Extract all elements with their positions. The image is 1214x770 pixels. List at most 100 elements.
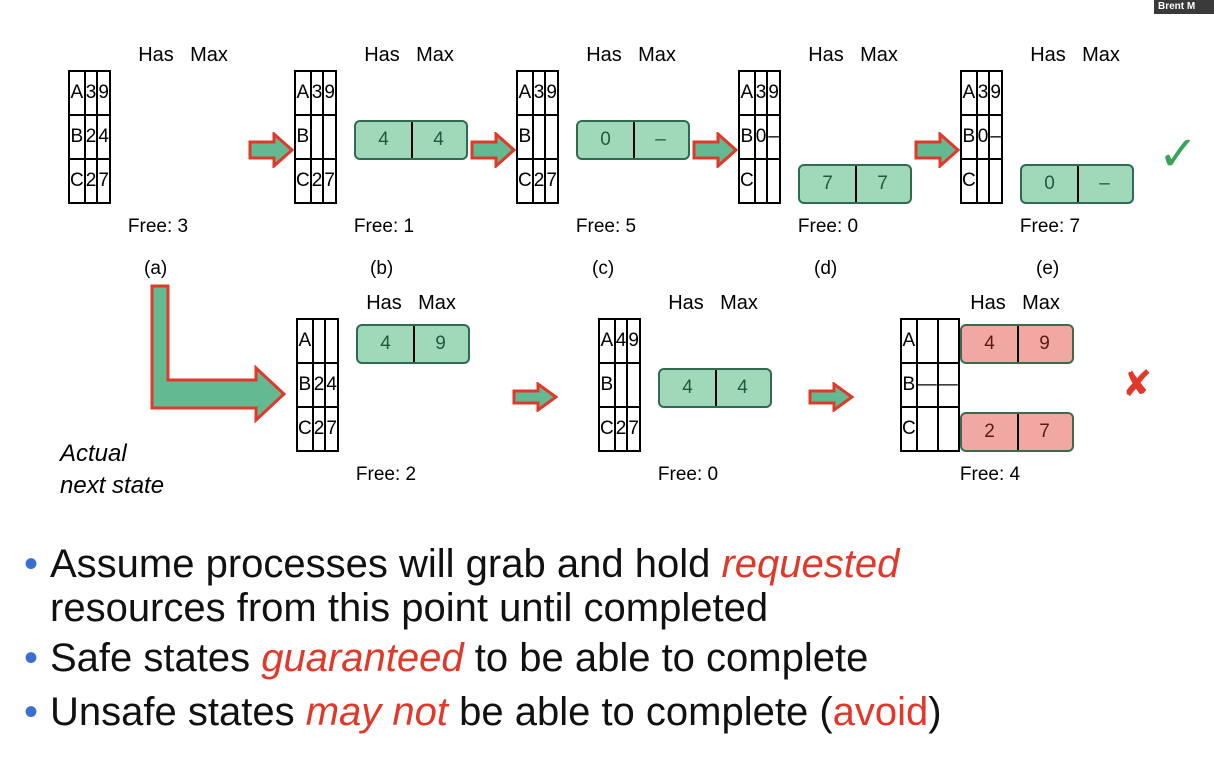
process-label: C — [738, 158, 756, 204]
max-cell — [626, 362, 641, 408]
has-cell: 0 — [975, 114, 991, 160]
has-header: Has — [586, 44, 622, 66]
max-cell: 4 — [737, 377, 748, 398]
bullet-2: •Safe states guaranteed to be able to co… — [24, 636, 868, 680]
process-label: C — [960, 158, 978, 204]
process-label: A — [516, 70, 534, 116]
highlight-green: 0– — [576, 120, 690, 160]
free-count: Free: 0 — [797, 216, 859, 237]
has-cell: — — [915, 362, 939, 408]
process-label: C — [296, 406, 314, 452]
max-cell: 9 — [1039, 333, 1050, 354]
free-count: Free: 4 — [959, 464, 1021, 485]
table-row: B — [294, 114, 337, 160]
has-cell: 2 — [984, 421, 995, 442]
bullet-1-text: Assume processes will grab and hold — [50, 542, 722, 586]
state-caption: (e) — [1036, 258, 1060, 279]
max-cell: 9 — [544, 70, 559, 116]
has-header: Has — [366, 292, 402, 314]
max-cell: 9 — [435, 333, 446, 354]
free-count: Free: 3 — [127, 216, 189, 237]
bullet-2-text-end: to be able to complete — [463, 636, 869, 680]
state-caption: (d) — [814, 258, 838, 279]
has-cell — [309, 114, 325, 160]
cell-divider — [411, 122, 413, 158]
free-count: Free: 0 — [657, 464, 719, 485]
has-cell: 2 — [311, 406, 327, 452]
has-cell: 2 — [83, 158, 99, 204]
max-cell: 7 — [877, 173, 888, 194]
arrow-b-c — [470, 132, 516, 168]
max-cell: 9 — [988, 70, 1003, 116]
process-label: B — [960, 114, 978, 160]
process-label: A — [296, 318, 314, 364]
highlight-green: 0– — [1020, 164, 1134, 204]
has-cell — [915, 406, 939, 452]
has-cell: 0 — [753, 114, 769, 160]
cell-divider — [1077, 166, 1079, 202]
cell-divider — [855, 166, 857, 202]
process-label: C — [516, 158, 534, 204]
process-label: C — [68, 158, 86, 204]
bullet-3-text-end: ) — [928, 690, 942, 734]
table-row: C — [900, 406, 960, 452]
bullet-2-emphasis: guaranteed — [261, 636, 464, 680]
actual-next-state-note: Actual next state — [60, 438, 164, 502]
max-cell: 7 — [324, 406, 339, 452]
process-label: C — [900, 406, 918, 452]
arrow-actual-next-state — [150, 284, 287, 424]
bullet-dot-icon: • — [24, 542, 39, 586]
process-label: A — [738, 70, 756, 116]
max-cell — [936, 406, 960, 452]
max-cell: 7 — [322, 158, 337, 204]
state-caption: (b) — [370, 258, 394, 279]
table-row: B — [516, 114, 559, 160]
has-cell — [753, 158, 769, 204]
arrow-bottom-2-3 — [808, 382, 854, 412]
process-label: A — [68, 70, 86, 116]
note-line-2: next state — [60, 472, 165, 499]
has-cell: 3 — [309, 70, 325, 116]
unsafe-cross-icon: ✘ — [1122, 364, 1153, 405]
arrow-c-d — [692, 132, 738, 168]
max-header: Max — [638, 44, 676, 66]
max-cell: 7 — [544, 158, 559, 204]
max-header: Max — [190, 44, 228, 66]
max-cell: – — [1099, 173, 1110, 194]
has-cell: 4 — [984, 333, 995, 354]
bullet-3-avoid: avoid — [832, 690, 929, 734]
has-cell — [613, 362, 629, 408]
free-count: Free: 5 — [575, 216, 637, 237]
has-cell: 3 — [83, 70, 99, 116]
max-cell: 4 — [433, 129, 444, 150]
has-header: Has — [1030, 44, 1066, 66]
max-cell — [988, 158, 1003, 204]
bullet-1-continuation: resources from this point until complete… — [50, 586, 769, 630]
process-label: A — [900, 318, 918, 364]
max-cell: — — [936, 362, 960, 408]
max-header: Max — [720, 292, 758, 314]
has-cell — [915, 318, 939, 364]
cell-divider — [633, 122, 635, 158]
has-cell: 4 — [682, 377, 693, 398]
has-header: Has — [364, 44, 400, 66]
max-cell: 9 — [626, 318, 641, 364]
free-count: Free: 2 — [355, 464, 417, 485]
